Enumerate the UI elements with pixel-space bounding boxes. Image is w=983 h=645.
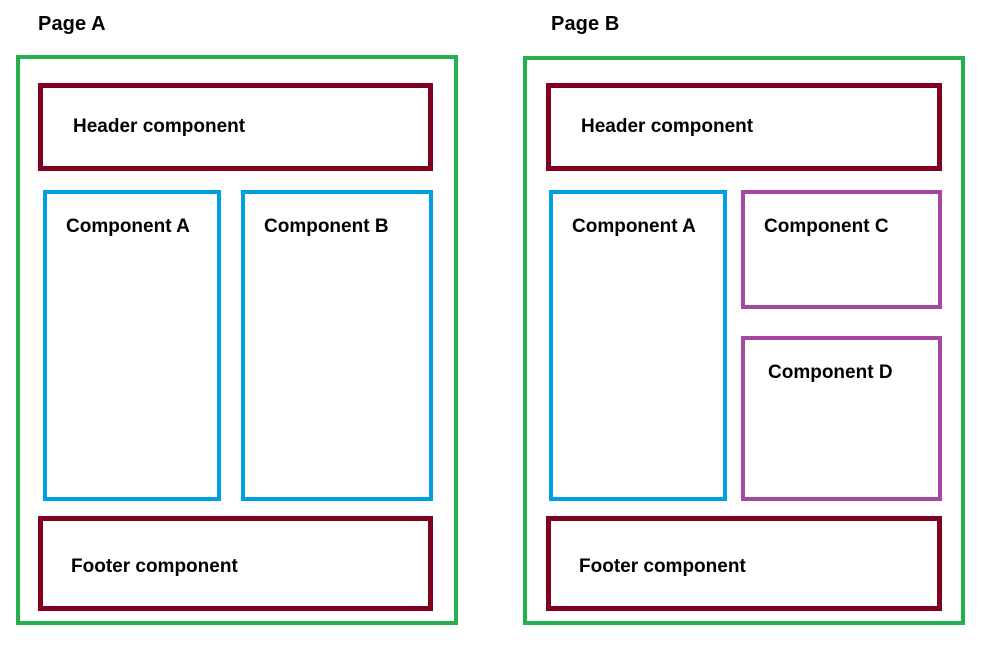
- page-a-component-b-label: Component B: [264, 216, 389, 237]
- page-a-component-b-box[interactable]: Component B: [241, 190, 433, 501]
- page-b-component-c-box[interactable]: Component C: [741, 190, 942, 309]
- page-b-component-a-label: Component A: [572, 216, 696, 237]
- page-b-header-component-box[interactable]: Header component: [546, 83, 942, 171]
- page-b-footer-component-label: Footer component: [579, 556, 746, 577]
- page-a-title: Page A: [38, 13, 106, 35]
- page-a-header-component-box[interactable]: Header component: [38, 83, 433, 171]
- page-b-component-a-box[interactable]: Component A: [549, 190, 727, 501]
- page-b-component-d-box[interactable]: Component D: [741, 336, 942, 501]
- page-a-component-a-box[interactable]: Component A: [43, 190, 221, 501]
- page-a-footer-component-label: Footer component: [71, 556, 238, 577]
- page-a-frame: Header component Component A Component B…: [16, 55, 458, 625]
- page-b-frame: Header component Component A Component C…: [523, 56, 965, 625]
- page-b-component-d-label: Component D: [768, 362, 893, 383]
- page-a-header-component-label: Header component: [73, 116, 246, 137]
- page-b-title: Page B: [551, 13, 620, 35]
- page-b-header-component-label: Header component: [581, 116, 754, 137]
- page-a-component-a-label: Component A: [66, 216, 190, 237]
- page-a-footer-component-box[interactable]: Footer component: [38, 516, 433, 611]
- page-b-component-c-label: Component C: [764, 216, 889, 237]
- page-b-footer-component-box[interactable]: Footer component: [546, 516, 942, 611]
